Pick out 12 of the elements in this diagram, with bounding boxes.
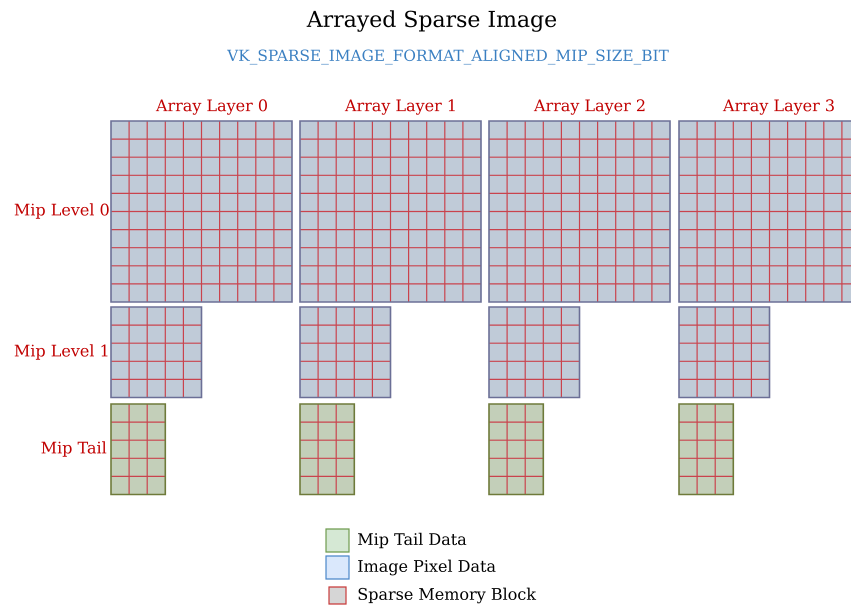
mip-level-label: Mip Level 1 [14,344,108,360]
subtitle: VK_SPARSE_IMAGE_FORMAT_ALIGNED_MIP_SIZE_BIT [227,50,669,64]
legend-label: Image Pixel Data [358,560,496,576]
layer-label: Array Layer 0 [156,99,267,115]
title: Arrayed Sparse Image [306,10,556,32]
legend-label: Sparse Memory Block [358,588,536,604]
layer-label: Array Layer 3 [722,99,834,115]
legend-label: Mip Tail Data [358,532,466,548]
mip-level-label: Mip Tail [42,441,106,457]
mip-level-label: Mip Level 0 [14,203,109,219]
layer-label: Array Layer 2 [534,99,644,115]
layer-label: Array Layer 1 [344,99,455,115]
